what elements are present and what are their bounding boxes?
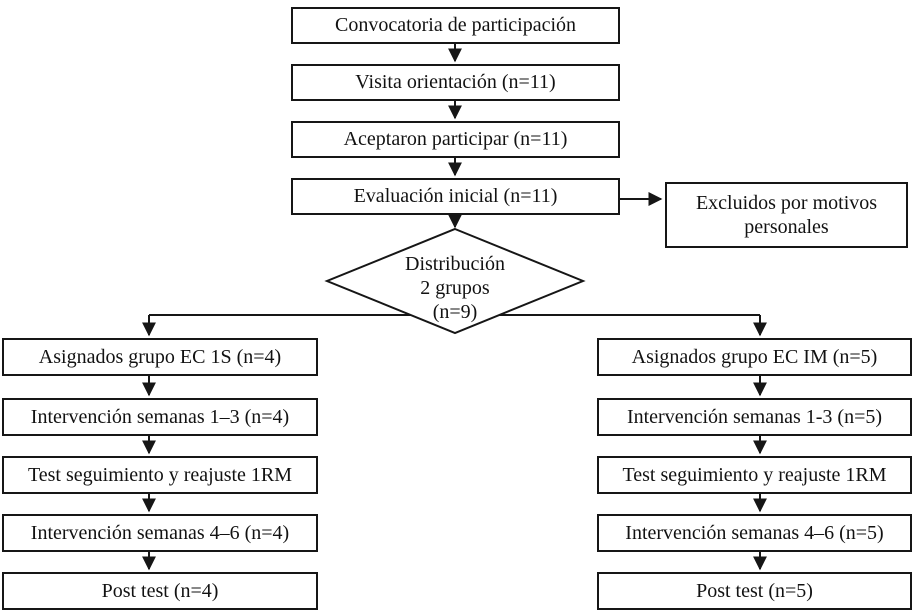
- flow-box-label: Excluidos por motivos personales: [695, 191, 878, 238]
- flow-box-intervencion-4-6-left: Intervención semanas 4–6 (n=4): [2, 514, 318, 552]
- decision-line: Distribución: [405, 253, 505, 275]
- flow-box-evaluacion: Evaluación inicial (n=11): [291, 178, 620, 215]
- flow-box-intervencion-1-3-left: Intervención semanas 1–3 (n=4): [2, 398, 318, 436]
- decision-line: 2 grupos: [420, 277, 490, 299]
- flow-box-label: Post test (n=5): [696, 579, 813, 602]
- flow-box-convocatoria: Convocatoria de participación: [291, 7, 620, 44]
- flow-box-intervencion-4-6-right: Intervención semanas 4–6 (n=5): [597, 514, 912, 552]
- flow-box-label: Intervención semanas 1-3 (n=5): [626, 405, 883, 428]
- decision-line: (n=9): [432, 301, 478, 323]
- flow-box-label: Convocatoria de participación: [334, 14, 576, 37]
- flow-box-intervencion-1-3-right: Intervención semanas 1-3 (n=5): [597, 398, 912, 436]
- flow-box-post-test-right: Post test (n=5): [597, 572, 912, 610]
- flow-box-visita: Visita orientación (n=11): [291, 64, 620, 101]
- flow-box-label: Test seguimiento y reajuste 1RM: [622, 463, 887, 486]
- flow-box-label: Intervención semanas 4–6 (n=5): [625, 521, 884, 544]
- flow-box-label: Intervención semanas 1–3 (n=4): [30, 405, 290, 428]
- decision-diamond: [324, 227, 586, 335]
- flow-box-label: Asignados grupo EC IM (n=5): [631, 345, 878, 368]
- flow-box-test-1rm-left: Test seguimiento y reajuste 1RM: [2, 456, 318, 494]
- flow-box-asignados-ec-1s: Asignados grupo EC 1S (n=4): [2, 338, 318, 376]
- flow-box-label: Evaluación inicial (n=11): [353, 185, 558, 208]
- flow-box-label: Intervención semanas 4–6 (n=4): [30, 521, 290, 544]
- flow-box-aceptaron: Aceptaron participar (n=11): [291, 121, 620, 158]
- flow-box-post-test-left: Post test (n=4): [2, 572, 318, 610]
- flow-box-label: Visita orientación (n=11): [355, 71, 556, 94]
- flow-box-excluidos: Excluidos por motivos personales: [665, 182, 908, 248]
- flow-box-label: Asignados grupo EC 1S (n=4): [38, 345, 282, 368]
- flow-box-asignados-ec-im: Asignados grupo EC IM (n=5): [597, 338, 912, 376]
- flow-box-label: Test seguimiento y reajuste 1RM: [27, 463, 293, 486]
- flow-box-label: Aceptaron participar (n=11): [343, 128, 568, 151]
- flow-box-label: Post test (n=4): [101, 579, 219, 602]
- flow-box-test-1rm-right: Test seguimiento y reajuste 1RM: [597, 456, 912, 494]
- decision-diamond-label: Distribución 2 grupos (n=9): [375, 252, 535, 324]
